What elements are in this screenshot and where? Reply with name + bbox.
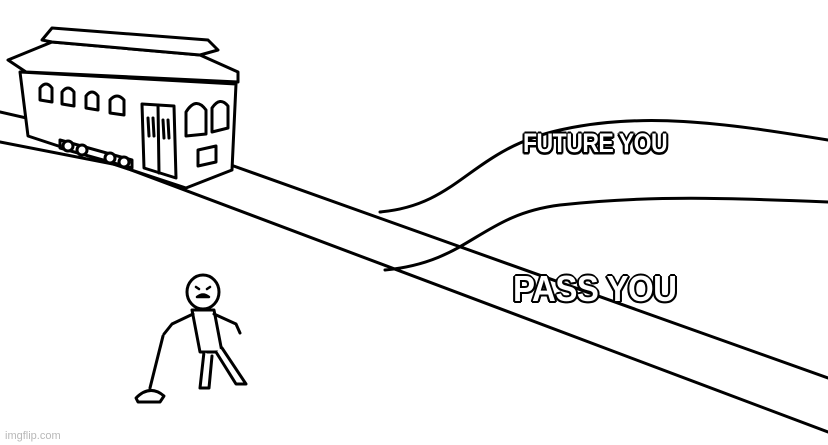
bottom-branch-caption: PASS YOU xyxy=(513,268,677,309)
person-arm xyxy=(162,312,195,336)
trolley-wheel xyxy=(117,155,131,169)
branch-track xyxy=(378,119,828,272)
trolley-window xyxy=(38,82,54,104)
person-head xyxy=(185,273,221,311)
trolley-front-window xyxy=(210,100,230,134)
person-at-lever xyxy=(162,273,248,390)
trolley-roof-top xyxy=(40,26,220,57)
top-branch-caption: FUTURE YOU xyxy=(523,128,668,158)
trolley-window xyxy=(108,94,126,117)
person-arm xyxy=(212,312,242,335)
person-leg xyxy=(214,346,248,386)
trolley-wheel xyxy=(75,143,89,157)
trolley xyxy=(6,26,240,190)
lever-base xyxy=(134,389,166,404)
trolley-front-window xyxy=(184,102,208,138)
trolley-window xyxy=(84,90,100,112)
imgflip-watermark: imgflip.com xyxy=(5,430,61,442)
person-leg xyxy=(198,350,214,390)
lever xyxy=(134,334,166,404)
trolley-window xyxy=(60,86,76,108)
trolley-wheel xyxy=(103,151,117,165)
trolley-wheel xyxy=(61,139,75,153)
